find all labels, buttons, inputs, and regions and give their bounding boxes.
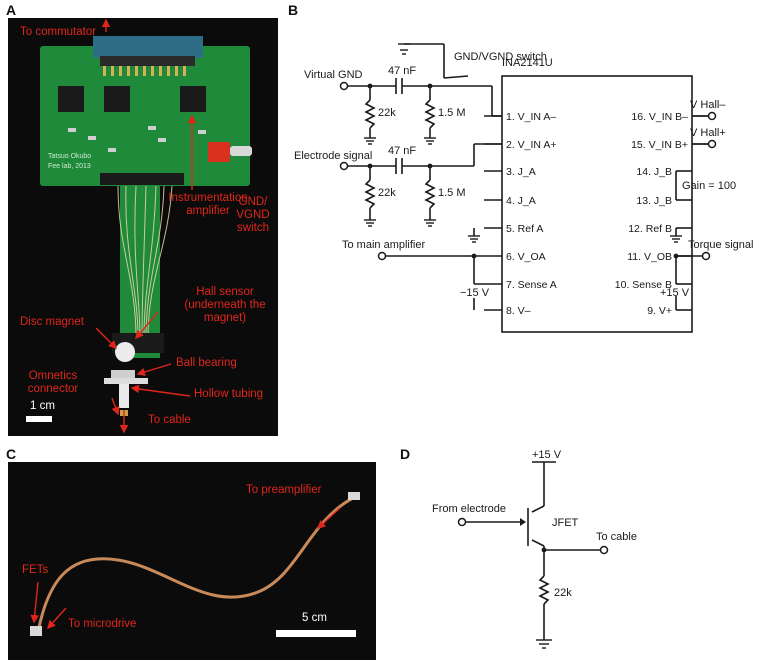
label-fets: FETs <box>22 564 49 576</box>
switch-label: GND/VGND switch <box>454 51 547 63</box>
label-to-commutator: To commutator <box>20 26 97 38</box>
label-to-microdrive: To microdrive <box>68 618 137 630</box>
cap2-label: 47 nF <box>388 145 416 157</box>
minus15-label: −15 V <box>460 287 490 299</box>
pin-left-1: 1. V_IN A– <box>506 111 556 123</box>
pin-right-15: 15. V_IN B+ <box>631 139 688 151</box>
v-hall-plus-label: V Hall+ <box>690 127 726 139</box>
d-r-label: 22k <box>554 587 572 599</box>
pin-right-10: 10. Sense B <box>615 279 672 291</box>
electrode-signal-label: Electrode signal <box>294 150 372 162</box>
pcb-illustration: Tatsuo Okubo Fee lab, 2013 <box>40 36 252 416</box>
cable-illustration <box>30 492 360 637</box>
label-disc-magnet: Disc magnet <box>20 316 84 328</box>
label-scale-1cm: 1 cm <box>30 400 55 412</box>
pin-left-5: 5. Ref A <box>506 223 543 235</box>
label-hall-sensor: Hall sensor (underneath the magnet) <box>184 286 266 324</box>
r1-label: 22k <box>378 107 396 119</box>
d-plus15-label: +15 V <box>532 449 562 461</box>
schematic-b: INA2141U GND/VGND switch Virtual GND Ele… <box>294 43 753 333</box>
panel-letter-a: A <box>6 2 17 18</box>
pin-right-9: 9. V+ <box>647 305 672 317</box>
plus15-label: +15 V <box>660 287 690 299</box>
pin-right-12: 12. Ref B <box>628 223 672 235</box>
torque-signal-label: Torque signal <box>688 239 753 251</box>
panel-letter-b: B <box>288 2 299 18</box>
chip-name: INA2141U <box>502 57 553 69</box>
to-main-amplifier-label: To main amplifier <box>342 239 425 251</box>
pin-left-2: 2. V_IN A+ <box>506 139 557 151</box>
annotation-arrows-a <box>26 18 197 434</box>
label-to-preamplifier: To preamplifier <box>246 484 322 496</box>
v-hall-minus-label: V Hall– <box>690 99 726 111</box>
d-to-cable-label: To cable <box>596 531 637 543</box>
pin-right-11: 11. V_OB <box>627 251 672 263</box>
schematic-d: +15 V From electrode JFET To cable 22k <box>432 449 637 649</box>
disc-magnet-shape <box>115 342 135 362</box>
label-to-cable-a: To cable <box>148 414 191 426</box>
virtual-gnd-label: Virtual GND <box>304 69 363 81</box>
label-scale-5cm: 5 cm <box>302 612 327 624</box>
label-gnd-vgnd-switch: GND/ VGND switch <box>236 196 270 234</box>
label-ball-bearing: Ball bearing <box>176 357 237 369</box>
pin-right-13: 13. J_B <box>636 195 672 207</box>
pin-left-6: 6. V_OA <box>506 251 546 263</box>
board-text-line-2: Fee lab, 2013 <box>48 163 91 170</box>
panel-letter-c: C <box>6 446 17 462</box>
jfet-label: JFET <box>552 517 579 529</box>
gain-label: Gain = 100 <box>682 180 736 192</box>
photo-a-board: Tatsuo Okubo Fee lab, 2013 <box>8 18 278 436</box>
label-instrumentation-amplifier: Instrumentation amplifier <box>168 192 248 217</box>
from-electrode-label: From electrode <box>432 503 506 515</box>
label-hollow-tubing: Hollow tubing <box>194 388 264 400</box>
r3-label: 22k <box>378 187 396 199</box>
r2-label: 1.5 M <box>438 107 466 119</box>
pin-left-8: 8. V– <box>506 305 531 317</box>
scale-bar-5cm <box>276 630 356 637</box>
board-text-line-1: Tatsuo Okubo <box>48 153 91 160</box>
label-omnetics-connector: Omnetics connector <box>27 370 79 395</box>
panel-letter-d: D <box>400 446 411 462</box>
pin-right-14: 14. J_B <box>636 166 672 178</box>
r4-label: 1.5 M <box>438 187 466 199</box>
pin-left-3: 3. J_A <box>506 166 536 178</box>
pin-left-4: 4. J_A <box>506 195 536 207</box>
pin-left-7: 7. Sense A <box>506 279 557 291</box>
photo-c-cable: To preamplifier FETs To microdrive 5 cm <box>8 462 376 660</box>
cap1-label: 47 nF <box>388 65 416 77</box>
scale-bar-1cm <box>26 416 52 422</box>
pin-right-16: 16. V_IN B– <box>631 111 688 123</box>
